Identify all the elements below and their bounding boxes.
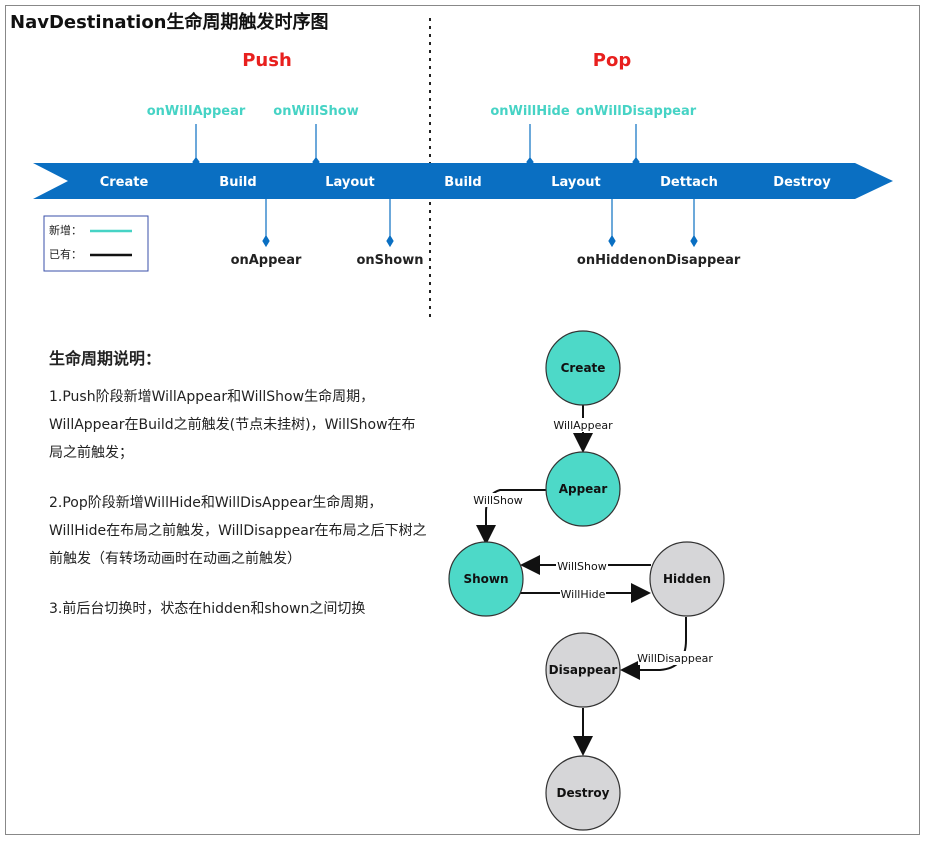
callback-onwillshow: onWillShow [273, 104, 358, 119]
notes-heading: 生命周期说明： [49, 349, 162, 368]
state-disappear-node [545, 632, 621, 708]
stage-layout-pop: Layout [551, 175, 601, 190]
state-appear-label: Appear [559, 482, 608, 496]
diagram-title: NavDestination生命周期触发时序图 [10, 11, 329, 33]
state-destroy-label: Destroy [557, 786, 610, 800]
callback-onappear: onAppear [231, 253, 302, 268]
state-destroy-node [545, 755, 621, 831]
notes-item-3: 3.前后台切换时，状态在hidden和shown之间切换 [49, 601, 366, 617]
legend-existing-label: 已有： [49, 247, 82, 261]
notes-item-1: 1.Push阶段新增WillAppear和WillShow生命周期，WillAp… [49, 389, 416, 461]
lifecycle-notes: 生命周期说明： 1.Push阶段新增WillAppear和WillShow生命周… [49, 345, 429, 645]
state-hidden-node [649, 541, 725, 617]
diagram-frame [5, 5, 920, 835]
legend-box [43, 215, 149, 272]
stage-create: Create [100, 175, 149, 190]
state-create-node [545, 330, 621, 406]
state-create-label: Create [561, 361, 606, 375]
stage-build-push: Build [219, 175, 256, 190]
legend-new-label: 新增： [49, 223, 82, 237]
state-hidden-label: Hidden [663, 572, 711, 586]
state-shown-label: Shown [463, 572, 508, 586]
transition-willshow-appear: WillShow [473, 494, 522, 507]
stage-destroy: Destroy [773, 175, 831, 190]
stage-layout-push: Layout [325, 175, 375, 190]
state-shown-node [448, 541, 524, 617]
callback-onwilldisappear: onWillDisappear [576, 104, 697, 119]
state-appear-node [545, 451, 621, 527]
state-disappear-label: Disappear [549, 663, 618, 677]
callback-onwillhide: onWillHide [490, 104, 570, 119]
callback-ondisappear: onDisappear [648, 253, 741, 268]
transition-willappear: WillAppear [553, 419, 613, 432]
stage-dettach: Dettach [660, 175, 718, 190]
phase-pop-label: Pop [593, 50, 632, 71]
stage-build-pop: Build [444, 175, 481, 190]
phase-push-label: Push [242, 50, 292, 71]
notes-item-2: 2.Pop阶段新增WillHide和WillDisAppear生命周期，Will… [49, 495, 427, 567]
transition-willhide: WillHide [561, 588, 606, 601]
callback-onhidden: onHidden [577, 253, 647, 268]
callback-onshown: onShown [357, 253, 424, 268]
transition-willshow-hidden: WillShow [557, 560, 606, 573]
callback-onwillappear: onWillAppear [147, 104, 246, 119]
transition-willdisappear: WillDisappear [637, 652, 713, 665]
timeline-arrow [33, 163, 893, 199]
